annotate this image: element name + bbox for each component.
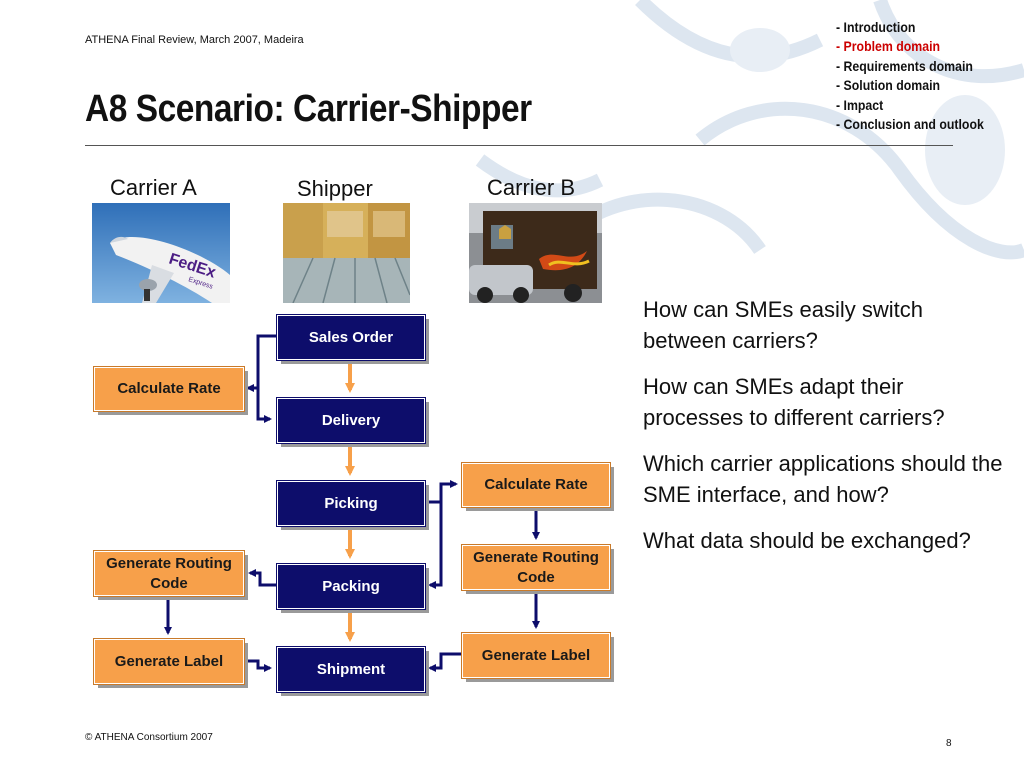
- question-item: What data should be exchanged?: [643, 528, 971, 553]
- connector-carrier-a-label-shipment: [245, 659, 272, 672]
- nav-item-requirements-domain[interactable]: - Requirements domain: [836, 57, 973, 74]
- carrier-b-calculate-rate[interactable]: Calculate Rate: [461, 462, 611, 508]
- title-divider: [85, 145, 953, 146]
- nav-item-impact[interactable]: - Impact: [836, 96, 884, 113]
- page-number: 8: [946, 738, 952, 749]
- carrier-b-label: Carrier B: [487, 175, 576, 200]
- connector-bracket-salesorder-delivery: [256, 334, 276, 423]
- carrier-b-generate-label[interactable]: Generate Label: [461, 632, 611, 679]
- process-box-sales-order[interactable]: Sales Order: [276, 314, 426, 361]
- section-nav: - Introduction - Problem domain - Requir…: [836, 18, 984, 134]
- carrier-b-photo: [469, 203, 602, 303]
- nav-item-solution-domain[interactable]: - Solution domain: [836, 77, 941, 94]
- carrier-a-calculate-rate[interactable]: Calculate Rate: [93, 366, 245, 412]
- connector-to-carrier-b-calculate-rate: [439, 480, 458, 540]
- nav-item-problem-domain[interactable]: - Problem domain: [836, 38, 941, 55]
- shipper-label: Shipper: [297, 176, 373, 201]
- questions-list: How can SMEs easily switch between carri…: [643, 294, 1008, 571]
- header-event-text: ATHENA Final Review, March 2007, Madeira: [85, 34, 304, 46]
- connector-bracket-picking-packing: [424, 500, 443, 589]
- carrier-a-generate-label[interactable]: Generate Label: [93, 638, 245, 685]
- footer-copyright: © ATHENA Consortium 2007: [85, 732, 213, 743]
- question-item: How can SMEs adapt their processes to di…: [643, 374, 945, 430]
- connector-packing-carrier-a-routing: [248, 569, 276, 587]
- process-box-packing[interactable]: Packing: [276, 563, 426, 610]
- shipper-photo: [283, 203, 410, 303]
- carrier-a-photo: FedEx Express: [92, 203, 230, 303]
- process-box-delivery[interactable]: Delivery: [276, 397, 426, 444]
- carrier-a-generate-routing-code[interactable]: Generate Routing Code: [93, 550, 245, 597]
- connector-carrier-b-label-shipment: [428, 652, 462, 672]
- carrier-a-label: Carrier A: [110, 175, 197, 200]
- carrier-b-generate-routing-code[interactable]: Generate Routing Code: [461, 544, 611, 591]
- nav-item-introduction[interactable]: - Introduction: [836, 19, 916, 35]
- slide-title: A8 Scenario: Carrier-Shipper: [85, 88, 532, 130]
- question-item: How can SMEs easily switch between carri…: [643, 297, 923, 353]
- nav-item-conclusion-outlook[interactable]: - Conclusion and outlook: [836, 116, 984, 133]
- question-item: Which carrier applications should the SM…: [643, 451, 1003, 507]
- process-box-shipment[interactable]: Shipment: [276, 646, 426, 693]
- process-box-picking[interactable]: Picking: [276, 480, 426, 527]
